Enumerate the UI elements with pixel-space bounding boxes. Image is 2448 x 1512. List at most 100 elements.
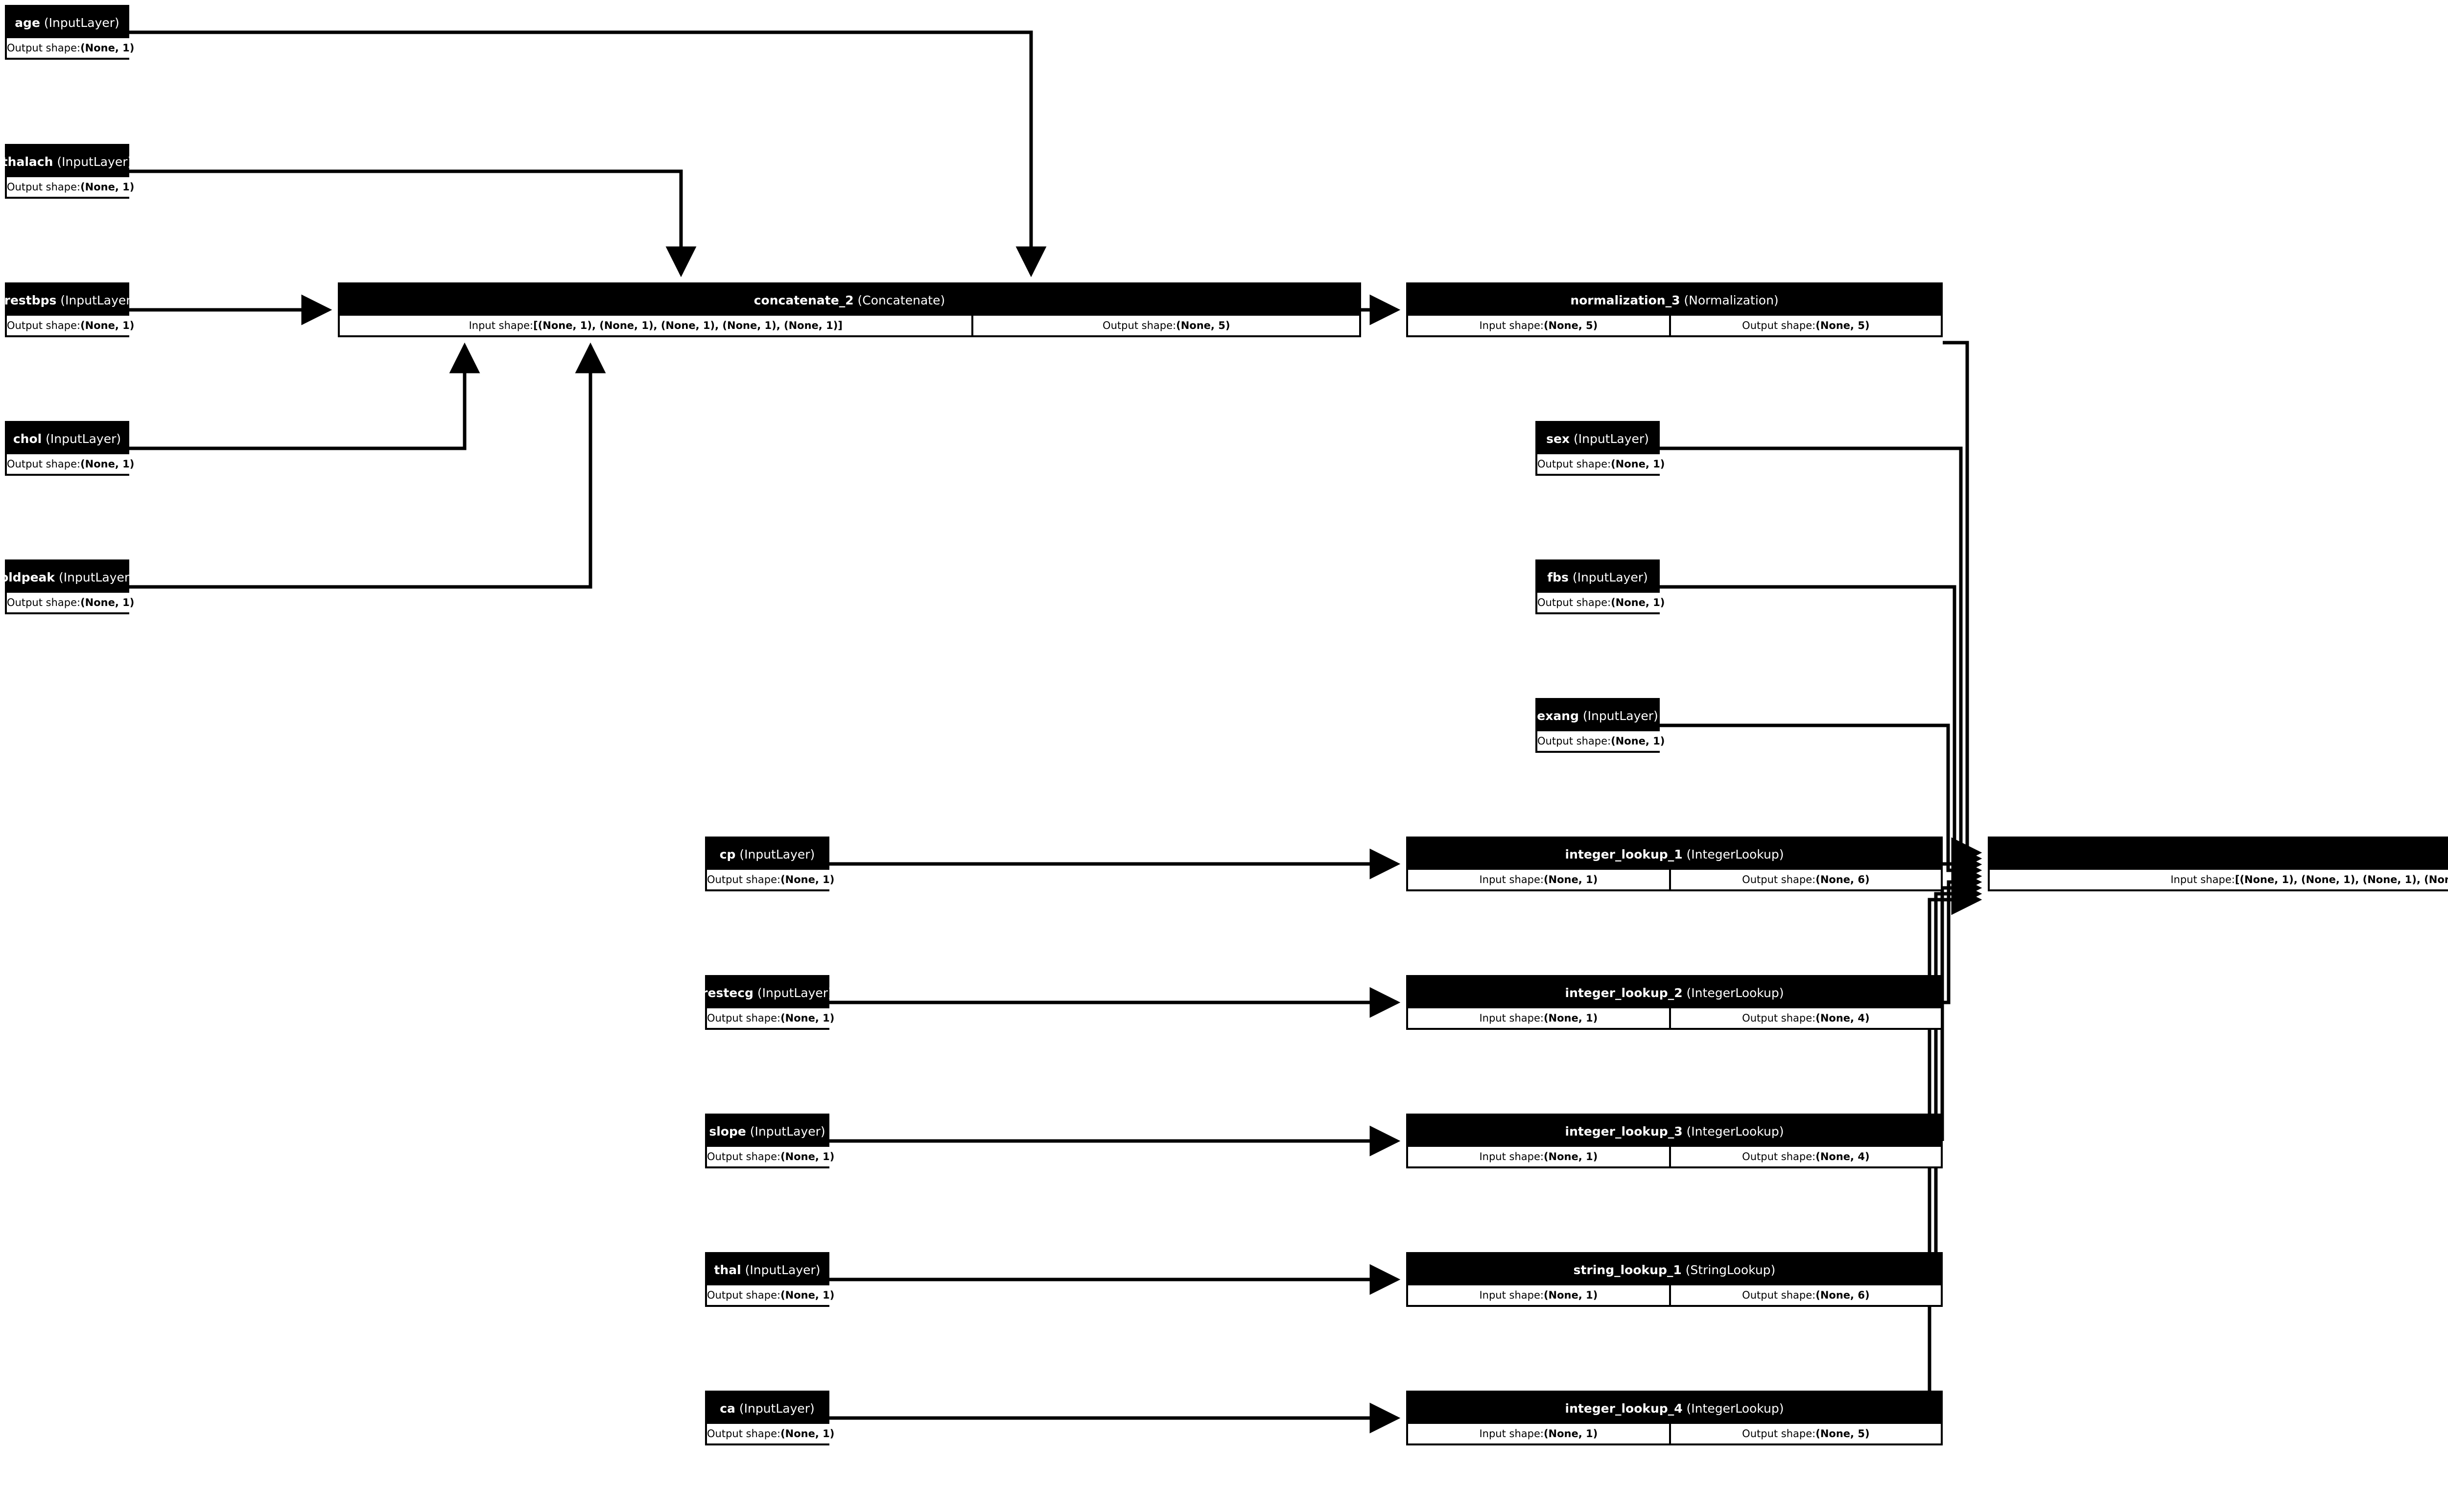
- layer-type-age: (InputLayer): [40, 15, 119, 30]
- layer-node-thalach[interactable]: thalach (InputLayer)Output shape: (None,…: [2, 144, 135, 199]
- layer-header-integer_lookup_2: integer_lookup_2 (IntegerLookup): [1408, 977, 1941, 1008]
- input-shape-normalization_3-value: (None, 5): [1543, 320, 1598, 331]
- output-shape-sex-value: (None, 1): [1611, 458, 1665, 470]
- layer-type-thalach: (InputLayer): [53, 154, 133, 169]
- layer-node-concatenate_2[interactable]: concatenate_2 (Concatenate)Input shape: …: [338, 282, 1361, 337]
- layer-node-integer_lookup_4[interactable]: integer_lookup_4 (IntegerLookup)Input sh…: [1406, 1391, 1943, 1445]
- edges-main-chain: [829, 294, 1401, 1434]
- output-shape-age: Output shape: (None, 1): [7, 38, 135, 58]
- output-shape-integer_lookup_2: Output shape: (None, 4): [1669, 1008, 1941, 1028]
- output-shape-fbs: Output shape: (None, 1): [1537, 593, 1665, 612]
- input-shape-concatenate_2-value: [(None, 1), (None, 1), (None, 1), (None,…: [533, 320, 843, 331]
- output-shape-integer_lookup_2-prefix: Output shape:: [1742, 1012, 1816, 1024]
- output-shape-integer_lookup_1-prefix: Output shape:: [1742, 874, 1816, 885]
- layer-shapes-integer_lookup_3: Input shape: (None, 1)Output shape: (Non…: [1408, 1147, 1941, 1166]
- layer-node-trestbps[interactable]: trestbps (InputLayer)Output shape: (None…: [0, 282, 136, 337]
- input-shape-integer_lookup_3-prefix: Input shape:: [1479, 1151, 1544, 1163]
- layer-shapes-age: Output shape: (None, 1): [7, 38, 135, 58]
- layer-type-thal: (InputLayer): [741, 1262, 821, 1277]
- input-shape-normalization_3: Input shape: (None, 5): [1408, 316, 1669, 335]
- layer-node-slope[interactable]: slope (InputLayer)Output shape: (None, 1…: [705, 1114, 835, 1168]
- output-shape-normalization_3-prefix: Output shape:: [1742, 320, 1816, 331]
- output-shape-oldpeak: Output shape: (None, 1): [7, 593, 135, 612]
- layer-type-exang: (InputLayer): [1578, 708, 1658, 723]
- input-shape-string_lookup_1: Input shape: (None, 1): [1408, 1285, 1669, 1305]
- layer-node-integer_lookup_3[interactable]: integer_lookup_3 (IntegerLookup)Input sh…: [1406, 1114, 1943, 1168]
- output-shape-integer_lookup_1: Output shape: (None, 6): [1669, 870, 1941, 889]
- layer-shapes-integer_lookup_1: Input shape: (None, 1)Output shape: (Non…: [1408, 870, 1941, 889]
- layer-node-string_lookup_1[interactable]: string_lookup_1 (StringLookup)Input shap…: [1406, 1252, 1943, 1307]
- layer-header-fbs: fbs (InputLayer): [1537, 561, 1658, 593]
- output-shape-sex-prefix: Output shape:: [1537, 458, 1611, 470]
- layer-shapes-cp: Output shape: (None, 1): [707, 870, 835, 889]
- layer-header-thalach: thalach (InputLayer): [2, 146, 132, 177]
- output-shape-string_lookup_1: Output shape: (None, 6): [1669, 1285, 1941, 1305]
- input-shape-integer_lookup_1: Input shape: (None, 1): [1408, 870, 1669, 889]
- input-shape-concatenate_3-value: [(None, 1), (None, 1), (None, 1), (None,…: [2235, 874, 2448, 885]
- input-shape-integer_lookup_2: Input shape: (None, 1): [1408, 1008, 1669, 1028]
- layer-type-fbs: (InputLayer): [1568, 570, 1648, 584]
- layer-node-ca[interactable]: ca (InputLayer)Output shape: (None, 1): [705, 1391, 835, 1445]
- input-shape-integer_lookup_3: Input shape: (None, 1): [1408, 1147, 1669, 1166]
- output-shape-slope-prefix: Output shape:: [707, 1151, 781, 1163]
- output-shape-ca-prefix: Output shape:: [707, 1428, 781, 1440]
- layer-shapes-normalization_3: Input shape: (None, 5)Output shape: (Non…: [1408, 316, 1941, 335]
- output-shape-trestbps-value: (None, 1): [80, 320, 135, 331]
- layer-type-string_lookup_1: (StringLookup): [1681, 1262, 1776, 1277]
- layer-header-cp: cp (InputLayer): [707, 838, 827, 870]
- layer-header-concatenate_2: concatenate_2 (Concatenate): [340, 284, 1359, 316]
- input-shape-concatenate_3-prefix: Input shape:: [2170, 874, 2235, 885]
- layer-header-trestbps: trestbps (InputLayer): [0, 284, 136, 316]
- output-shape-age-prefix: Output shape:: [7, 42, 81, 54]
- layer-node-integer_lookup_1[interactable]: integer_lookup_1 (IntegerLookup)Input sh…: [1406, 837, 1943, 891]
- layer-node-thal[interactable]: thal (InputLayer)Output shape: (None, 1): [705, 1252, 835, 1307]
- output-shape-slope-value: (None, 1): [780, 1151, 835, 1163]
- input-shape-integer_lookup_2-value: (None, 1): [1543, 1012, 1598, 1024]
- output-shape-thalach-value: (None, 1): [80, 181, 135, 193]
- layer-shapes-restecg: Output shape: (None, 1): [707, 1008, 835, 1028]
- layer-node-sex[interactable]: sex (InputLayer)Output shape: (None, 1): [1535, 421, 1665, 476]
- layer-node-chol[interactable]: chol (InputLayer)Output shape: (None, 1): [5, 421, 135, 476]
- layer-type-sex: (InputLayer): [1570, 431, 1649, 446]
- layer-shapes-sex: Output shape: (None, 1): [1537, 454, 1665, 474]
- layer-shapes-ca: Output shape: (None, 1): [707, 1424, 835, 1443]
- layer-node-integer_lookup_2[interactable]: integer_lookup_2 (IntegerLookup)Input sh…: [1406, 975, 1943, 1030]
- layer-node-age[interactable]: age (InputLayer) Output shape: (None, 1): [5, 5, 135, 60]
- layer-name-restecg: restecg: [702, 985, 753, 1000]
- output-shape-restecg: Output shape: (None, 1): [707, 1008, 835, 1028]
- layer-type-integer_lookup_2: (IntegerLookup): [1682, 985, 1784, 1000]
- layer-header-slope: slope (InputLayer): [707, 1116, 827, 1147]
- layer-shapes-oldpeak: Output shape: (None, 1): [7, 593, 135, 612]
- layer-node-restecg[interactable]: restecg (InputLayer)Output shape: (None,…: [702, 975, 835, 1030]
- layer-node-exang[interactable]: exang (InputLayer)Output shape: (None, 1…: [1535, 698, 1665, 753]
- layer-node-concatenate_3[interactable]: concatenate_3 (Concatenate)Input shape: …: [1988, 837, 2448, 891]
- output-shape-slope: Output shape: (None, 1): [707, 1147, 835, 1166]
- input-shape-integer_lookup_4: Input shape: (None, 1): [1408, 1424, 1669, 1443]
- output-shape-normalization_3: Output shape: (None, 5): [1669, 316, 1941, 335]
- input-shape-integer_lookup_1-value: (None, 1): [1543, 874, 1598, 885]
- output-shape-integer_lookup_3-prefix: Output shape:: [1742, 1151, 1816, 1163]
- layer-shapes-exang: Output shape: (None, 1): [1537, 731, 1665, 751]
- output-shape-integer_lookup_4: Output shape: (None, 5): [1669, 1424, 1941, 1443]
- input-shape-normalization_3-prefix: Input shape:: [1479, 320, 1544, 331]
- layer-node-oldpeak[interactable]: oldpeak (InputLayer)Output shape: (None,…: [0, 559, 135, 614]
- output-shape-exang: Output shape: (None, 1): [1537, 731, 1665, 751]
- layer-header-oldpeak: oldpeak (InputLayer): [0, 561, 134, 593]
- output-shape-oldpeak-prefix: Output shape:: [7, 597, 81, 608]
- output-shape-oldpeak-value: (None, 1): [80, 597, 135, 608]
- output-shape-string_lookup_1-prefix: Output shape:: [1742, 1289, 1816, 1301]
- layer-name-trestbps: trestbps: [0, 293, 57, 307]
- layer-name-fbs: fbs: [1547, 570, 1569, 584]
- input-shape-integer_lookup_2-prefix: Input shape:: [1479, 1012, 1544, 1024]
- layer-header-concatenate_3: concatenate_3 (Concatenate): [1990, 838, 2448, 870]
- layer-shapes-concatenate_2: Input shape: [(None, 1), (None, 1), (Non…: [340, 316, 1359, 335]
- layer-type-slope: (InputLayer): [746, 1124, 825, 1139]
- layer-node-cp[interactable]: cp (InputLayer)Output shape: (None, 1): [705, 837, 835, 891]
- layer-node-fbs[interactable]: fbs (InputLayer)Output shape: (None, 1): [1535, 559, 1665, 614]
- layer-name-age: age: [15, 15, 40, 30]
- layer-node-normalization_3[interactable]: normalization_3 (Normalization)Input sha…: [1406, 282, 1943, 337]
- output-shape-string_lookup_1-value: (None, 6): [1815, 1289, 1870, 1301]
- input-shape-string_lookup_1-value: (None, 1): [1543, 1289, 1598, 1301]
- layer-header-integer_lookup_3: integer_lookup_3 (IntegerLookup): [1408, 1116, 1941, 1147]
- layer-name-cp: cp: [719, 847, 736, 861]
